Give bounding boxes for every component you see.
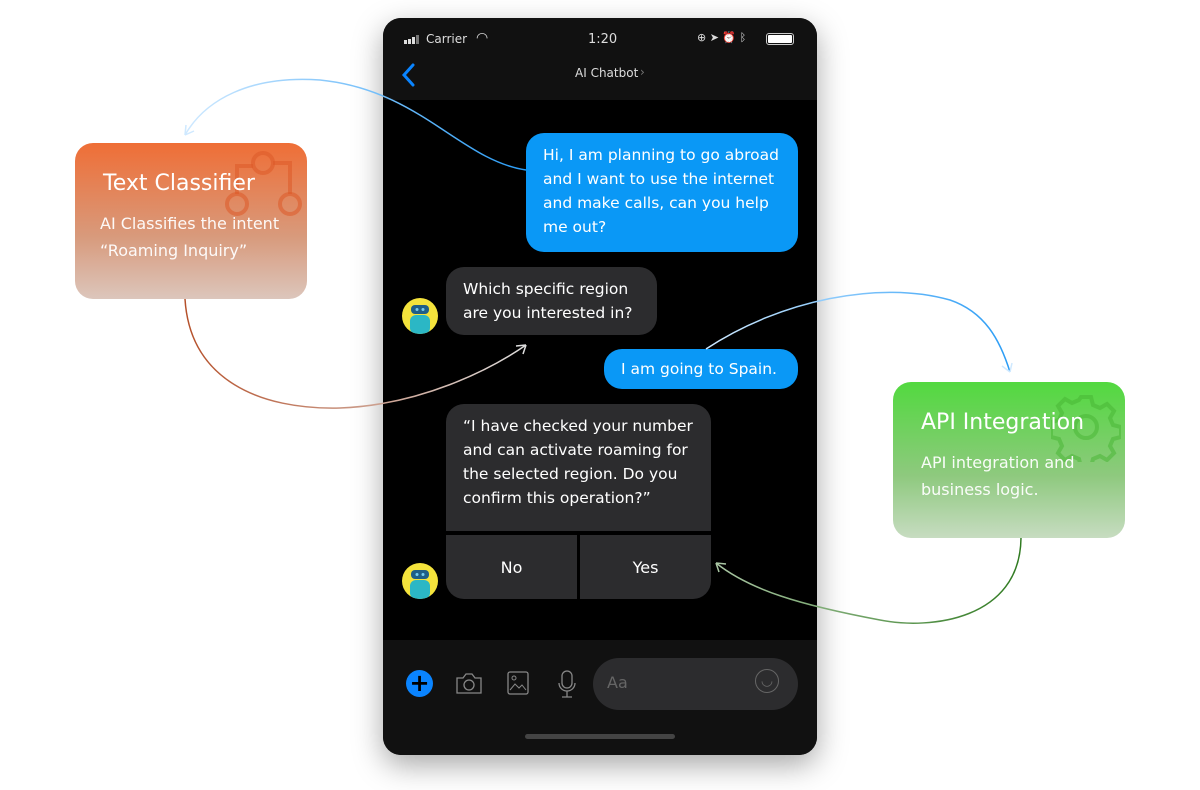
emoji-button[interactable]: ◡ bbox=[755, 669, 779, 693]
message-bot: “I have checked your number and can acti… bbox=[446, 404, 711, 531]
reply-yes-button[interactable]: Yes bbox=[580, 535, 711, 599]
card-text: AI Classifies the intent “Roaming Inquir… bbox=[100, 214, 280, 260]
gear-icon bbox=[1051, 395, 1121, 462]
message-user: Hi, I am planning to go abroad and I wan… bbox=[526, 133, 798, 252]
composer-bar: + Aa ◡ bbox=[383, 640, 817, 755]
microphone-button[interactable] bbox=[557, 670, 577, 698]
clock: 1:20 bbox=[588, 32, 618, 47]
card-text: API integration and business logic. bbox=[921, 453, 1075, 499]
carrier-label: Carrier bbox=[426, 32, 468, 46]
camera-button[interactable] bbox=[455, 671, 483, 695]
card-title: Text Classifier bbox=[103, 171, 255, 196]
phone-chat-screen: Carrier ◠ 1:20 ⊕ ➤ ⏰ ᛒ AI Chatbot › Hi, … bbox=[383, 18, 817, 755]
text-classifier-card: Text Classifier AI Classifies the intent… bbox=[75, 143, 307, 299]
wifi-icon: ◠ bbox=[476, 30, 489, 46]
message-bot: Which specific region are you interested… bbox=[446, 267, 657, 335]
image-button[interactable] bbox=[507, 671, 529, 695]
home-indicator bbox=[525, 734, 675, 739]
card-title: API Integration bbox=[921, 410, 1085, 435]
signal-icon bbox=[404, 35, 419, 44]
add-button[interactable]: + bbox=[406, 670, 433, 697]
bot-avatar bbox=[402, 563, 438, 599]
chat-title[interactable]: AI Chatbot bbox=[575, 66, 639, 80]
reply-no-button[interactable]: No bbox=[446, 535, 577, 599]
message-user: I am going to Spain. bbox=[604, 349, 798, 389]
api-integration-card: API Integration API integration and busi… bbox=[893, 382, 1125, 538]
message-input[interactable]: Aa ◡ bbox=[593, 658, 798, 710]
nav-header: Carrier ◠ 1:20 ⊕ ➤ ⏰ ᛒ AI Chatbot › bbox=[383, 18, 817, 100]
back-button[interactable] bbox=[401, 63, 415, 87]
battery-icon bbox=[766, 33, 794, 45]
status-icons: ⊕ ➤ ⏰ ᛒ bbox=[697, 31, 747, 44]
bot-avatar bbox=[402, 298, 438, 334]
chevron-right-icon: › bbox=[640, 65, 645, 79]
message-placeholder: Aa bbox=[607, 673, 628, 692]
